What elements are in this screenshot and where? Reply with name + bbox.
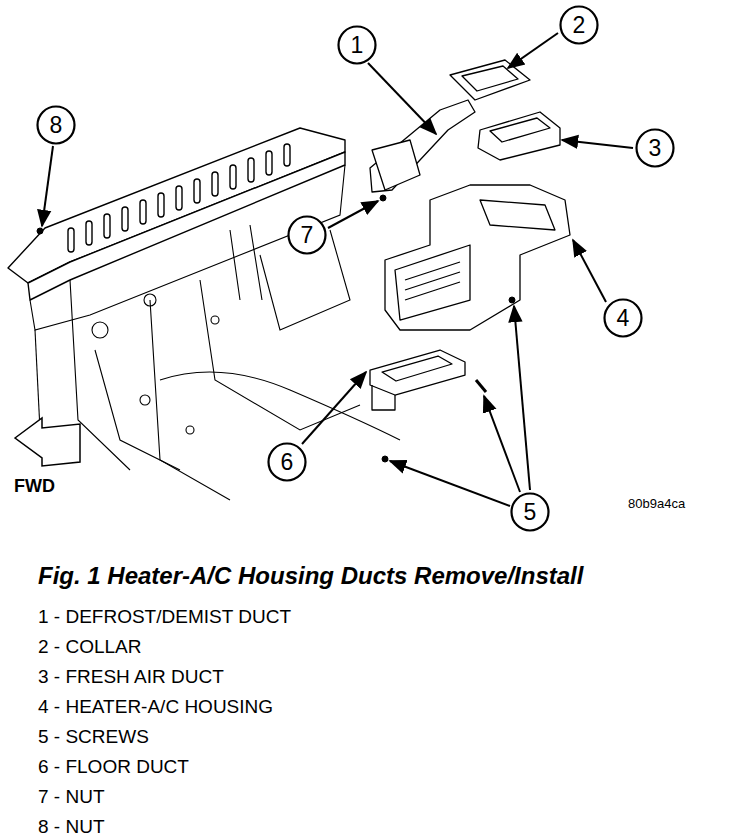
- callout-ring: [605, 300, 642, 337]
- housing-panel: [395, 245, 470, 320]
- figure-caption: Fig. 1 Heater-A/C Housing Ducts Remove/I…: [38, 562, 583, 590]
- figure-code: 80b9a4ca: [628, 497, 685, 512]
- leader-line: [368, 63, 436, 134]
- leader-line: [514, 306, 530, 490]
- callout-ring: [289, 217, 326, 254]
- legend-line: 7 - NUT: [38, 786, 105, 808]
- legend-line: 2 - COLLAR: [38, 636, 141, 658]
- callout-circle: 3: [635, 128, 675, 168]
- fasteners: [37, 195, 515, 462]
- nut: [37, 228, 43, 234]
- fresh-air-duct: [478, 112, 560, 160]
- leader-line: [302, 372, 366, 444]
- firewall-edge: [35, 330, 40, 430]
- callout-ring: [339, 27, 376, 64]
- forward-label: FWD: [14, 476, 55, 497]
- cowl-panel: [8, 128, 345, 300]
- bracket: [230, 225, 262, 300]
- hole: [92, 322, 108, 338]
- callout-number: 3: [649, 137, 662, 160]
- legend-line: 8 - NUT: [38, 816, 105, 838]
- callout-number: 2: [573, 14, 586, 37]
- fresh-air-opening: [490, 118, 550, 142]
- bracket: [150, 300, 230, 500]
- cowl-top: [8, 128, 345, 283]
- callout-number: 1: [351, 34, 364, 57]
- callout-circle: 5: [510, 492, 550, 532]
- hole: [140, 395, 150, 405]
- callout-ring: [269, 444, 306, 481]
- screw: [382, 456, 388, 462]
- forward-arrow: [15, 418, 80, 466]
- hole: [211, 316, 219, 324]
- cowl-face: [28, 152, 345, 300]
- leader-line: [328, 201, 378, 228]
- defrost-duct-body: [372, 140, 420, 190]
- cowl-slots: [68, 144, 290, 252]
- defrost-duct: [370, 100, 475, 192]
- collar-opening: [462, 66, 518, 91]
- heater-ac-housing: [385, 185, 570, 330]
- leader-line: [484, 396, 520, 492]
- legend-line: 3 - FRESH AIR DUCT: [38, 666, 224, 688]
- callout-circle: 1: [337, 25, 377, 65]
- leader-line: [573, 240, 606, 302]
- floor-duct-opening: [382, 356, 452, 381]
- nut: [380, 195, 386, 201]
- leader-line: [42, 146, 53, 226]
- floor-duct: [370, 350, 465, 395]
- callout-number: 6: [281, 451, 294, 474]
- callout-circle: 7: [287, 215, 327, 255]
- callout-number: 5: [524, 501, 537, 524]
- legend-line: 5 - SCREWS: [38, 726, 149, 748]
- dash-rail: [30, 165, 345, 330]
- callout-number: 7: [301, 224, 314, 247]
- bracket: [200, 280, 360, 430]
- hole: [144, 294, 156, 306]
- leader-line: [562, 140, 633, 148]
- floor-line: [160, 372, 400, 440]
- legend-line: 4 - HEATER-A/C HOUSING: [38, 696, 273, 718]
- callout-ring: [512, 494, 549, 531]
- dash-structure: [30, 165, 400, 500]
- callout-ring: [38, 107, 75, 144]
- screw: [476, 380, 486, 392]
- screw: [509, 297, 515, 303]
- floor-line: [95, 350, 180, 470]
- callout-number: 8: [50, 114, 63, 137]
- callout-number: 4: [617, 307, 630, 330]
- housing-panel: [480, 200, 555, 230]
- callout-ring: [637, 130, 674, 167]
- callout-circle: 4: [603, 298, 643, 338]
- ducts: [370, 60, 570, 410]
- legend-line: 6 - FLOOR DUCT: [38, 756, 189, 778]
- hole: [186, 426, 194, 434]
- callout-circle: 8: [36, 105, 76, 145]
- leader-line: [390, 461, 510, 506]
- collar: [450, 60, 530, 100]
- callout-ring: [561, 7, 598, 44]
- leader-lines: [42, 33, 633, 506]
- legend-line: 1 - DEFROST/DEMIST DUCT: [38, 606, 291, 628]
- callout-circle: 6: [267, 442, 307, 482]
- leader-line: [508, 33, 558, 68]
- callout-circle: 2: [559, 5, 599, 45]
- housing-ribs: [405, 262, 460, 300]
- floor-duct-leg: [372, 385, 395, 410]
